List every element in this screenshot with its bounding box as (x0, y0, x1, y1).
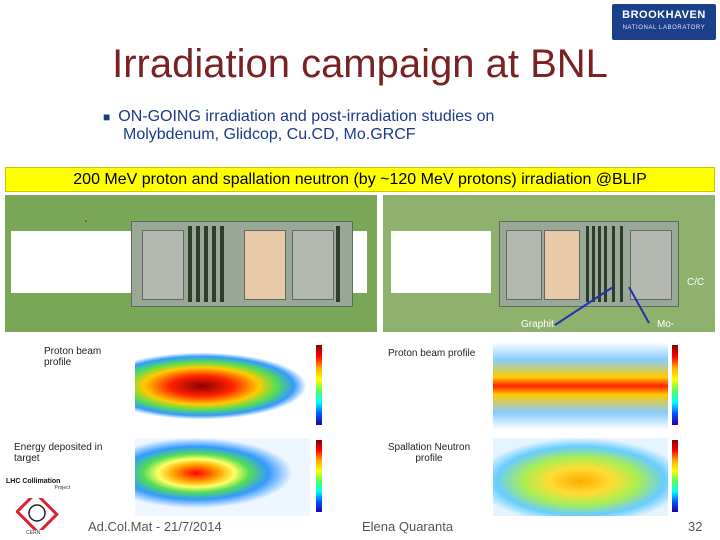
caption-proton-right: Proton beam profile (388, 348, 476, 359)
label-graphite: Graphit (521, 319, 554, 330)
target-schematic-right: C/C Graphit Mo- (383, 195, 715, 332)
lhc-collimation-logo: LHC Collimation Project CERN (6, 478, 70, 538)
colorbar-1 (316, 345, 322, 425)
label-mo: Mo- (657, 319, 675, 330)
footer-author: Elena Quaranta (362, 519, 454, 534)
caption-proton-left: Proton beam profile (44, 346, 114, 368)
label-cc: C/C (687, 277, 705, 288)
colorbar-2 (672, 345, 678, 425)
bnl-logo-line1: BROOKHAVEN (622, 9, 706, 21)
pointer-arrows (554, 286, 650, 326)
caption-neutron: Spallation Neutron profile (386, 442, 472, 464)
bullet-line-2: Molybdenum, Glidcop, Cu.CD, Mo.GRCF (123, 126, 416, 143)
target-schematic-left: ▪ (5, 195, 377, 332)
schematic-white-region-3 (391, 231, 491, 293)
colorbar-3 (316, 440, 322, 512)
target-box-left (131, 221, 353, 307)
schematic-white-region (11, 231, 131, 293)
bullet-line-1: ON-GOING irradiation and post-irradiatio… (118, 108, 495, 125)
page-title: Irradiation campaign at BNL (112, 42, 608, 86)
energy-deposit-map (135, 438, 310, 516)
proton-beam-map-left (135, 342, 310, 430)
irradiation-banner: 200 MeV proton and spallation neutron (b… (5, 167, 715, 192)
bnl-logo-line2: NATIONAL LABORATORY (622, 25, 706, 31)
lhc-logo-line1: LHC Collimation (6, 478, 61, 485)
spallation-neutron-map (493, 438, 668, 516)
proton-beam-map-right (493, 342, 668, 430)
schematic-tiny-label: ▪ (85, 219, 88, 225)
bnl-logo: BROOKHAVEN NATIONAL LABORATORY (612, 4, 716, 40)
lhc-emblem-icon (16, 498, 59, 530)
colorbar-4 (672, 440, 678, 512)
lhc-logo-line2: Project (54, 485, 70, 491)
lhc-logo-line3: CERN (26, 530, 41, 536)
target-box-right (499, 221, 679, 307)
bullet-point: ■ ON-GOING irradiation and post-irradiati… (103, 108, 663, 143)
bullet-marker-icon: ■ (103, 110, 111, 124)
caption-energy: Energy deposited in target (14, 442, 114, 464)
page-number: 32 (688, 519, 703, 534)
footer-meeting: Ad.Col.Mat - 21/7/2014 (88, 519, 222, 534)
